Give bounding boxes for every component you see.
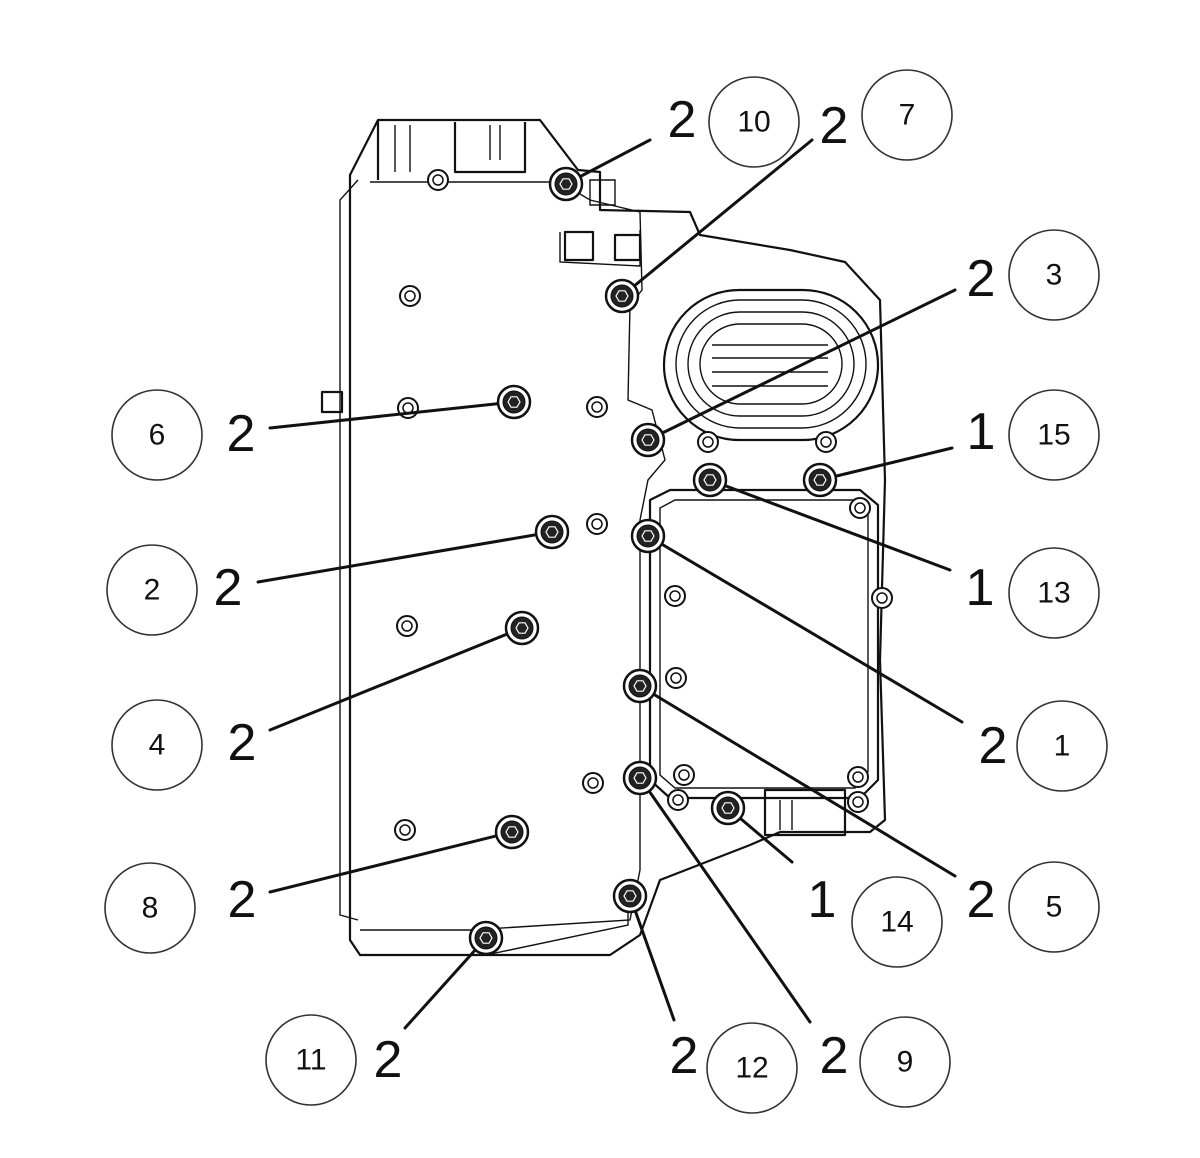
sequence-number: 11: [295, 1044, 326, 1077]
sequence-number: 9: [897, 1046, 914, 1079]
sequence-number: 7: [899, 99, 916, 132]
pass-number-5: 2: [967, 871, 996, 929]
sequence-number: 3: [1046, 259, 1063, 292]
sequence-callout-5: 5: [1008, 861, 1100, 953]
pass-number-2: 2: [214, 559, 243, 617]
pass-number-14: 1: [808, 871, 837, 929]
pass-number-13: 1: [966, 559, 995, 617]
bolt-1: [630, 518, 666, 554]
sequence-callout-15: 15: [1008, 389, 1100, 481]
leader-line-2: [256, 530, 554, 584]
bolt-10: [548, 166, 584, 202]
pass-number-12: 2: [670, 1027, 699, 1085]
sequence-circles: 10 7 3 6 15 2 13 4 1 8 14 5 11 12 9: [104, 69, 1108, 1114]
leader-line-12: [628, 894, 676, 1022]
pass-number-8: 2: [228, 871, 257, 929]
pass-number-7: 2: [820, 97, 849, 155]
pass-number-4: 2: [228, 714, 257, 772]
sequence-number: 14: [880, 906, 913, 939]
sequence-callout-9: 9: [859, 1016, 951, 1108]
leader-line-4: [268, 626, 524, 732]
pass-number-9: 2: [820, 1027, 849, 1085]
pass-numbers: 2 2 2 2 1 2 1 2 2 2 1 2 2 2 2: [214, 91, 1008, 1089]
housing-outline: [320, 118, 887, 957]
bolt-8: [494, 814, 530, 850]
bolt-7: [604, 278, 640, 314]
sequence-number: 8: [142, 892, 159, 925]
sequence-number: 10: [737, 106, 770, 139]
sequence-number: 1: [1054, 730, 1071, 763]
bolt-11: [468, 920, 504, 956]
bolt-3: [630, 422, 666, 458]
leader-line-15: [818, 446, 954, 482]
leader-line-9: [638, 776, 812, 1024]
leader-line-6: [268, 400, 516, 430]
sequence-callout-1: 1: [1016, 700, 1108, 792]
pass-number-15: 1: [967, 403, 996, 461]
sequence-callout-10: 10: [708, 76, 800, 168]
bolts: [468, 166, 838, 956]
sequence-callout-8: 8: [104, 862, 196, 954]
bolt-14: [710, 790, 746, 826]
leader-line-3: [646, 288, 957, 442]
leader-line-7: [620, 138, 814, 298]
sequence-number: 13: [1037, 577, 1070, 610]
leader-line-13: [708, 478, 952, 572]
bolt-5: [622, 668, 658, 704]
bolt-13: [692, 462, 728, 498]
sequence-number: 6: [149, 419, 166, 452]
sequence-callout-2: 2: [106, 544, 198, 636]
leader-line-1: [646, 534, 964, 724]
leader-line-5: [638, 684, 957, 878]
sequence-number: 5: [1046, 891, 1063, 924]
sequence-number: 4: [149, 729, 166, 762]
bolt-15: [802, 462, 838, 498]
pass-number-1: 2: [979, 717, 1008, 775]
bolt-9: [622, 760, 658, 796]
leader-lines: [256, 138, 964, 1030]
sequence-number: 12: [735, 1052, 768, 1085]
sequence-callout-3: 3: [1008, 229, 1100, 321]
pass-number-10: 2: [668, 91, 697, 149]
bolt-12: [612, 878, 648, 914]
leader-line-11: [403, 936, 488, 1030]
sequence-callout-4: 4: [111, 699, 203, 791]
leader-line-8: [268, 830, 514, 894]
sequence-callout-11: 11: [265, 1014, 357, 1106]
sequence-callout-14: 14: [851, 876, 943, 968]
sequence-number: 15: [1037, 419, 1070, 452]
sequence-number: 2: [144, 574, 161, 607]
bolt-4: [504, 610, 540, 646]
pass-number-11: 2: [374, 1031, 403, 1089]
sequence-callout-13: 13: [1008, 547, 1100, 639]
sequence-callout-7: 7: [861, 69, 953, 161]
bolt-6: [496, 384, 532, 420]
bolt-2: [534, 514, 570, 550]
pass-number-6: 2: [227, 405, 256, 463]
sequence-callout-12: 12: [706, 1022, 798, 1114]
small-holes: [394, 169, 893, 841]
sequence-callout-6: 6: [111, 389, 203, 481]
pass-number-3: 2: [967, 250, 996, 308]
